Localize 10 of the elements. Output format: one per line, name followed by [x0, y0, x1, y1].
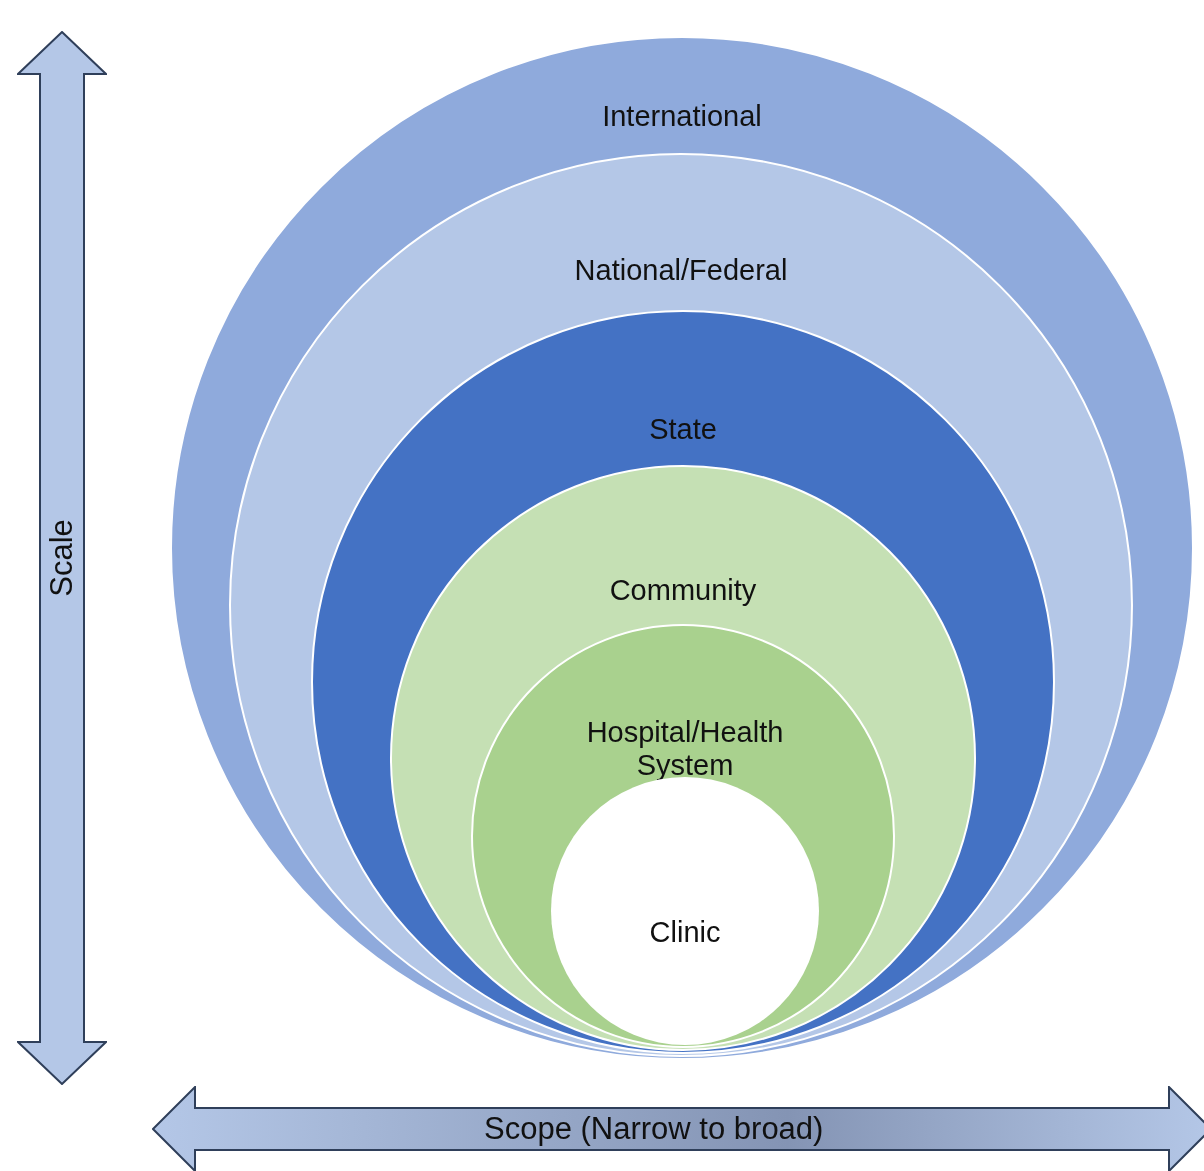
axis-label: Scale	[45, 519, 79, 597]
level-label: National/Federal	[574, 254, 788, 287]
level-label: Community	[609, 574, 757, 607]
level-label: State	[649, 413, 717, 446]
double-arrow	[152, 1086, 1204, 1171]
level-label: Hospital/Health System	[585, 716, 785, 782]
level-label: Clinic	[649, 916, 721, 949]
axis-label: Scope (Narrow to broad)	[484, 1112, 824, 1146]
double-arrow	[17, 31, 107, 1085]
level-label: International	[602, 100, 762, 133]
